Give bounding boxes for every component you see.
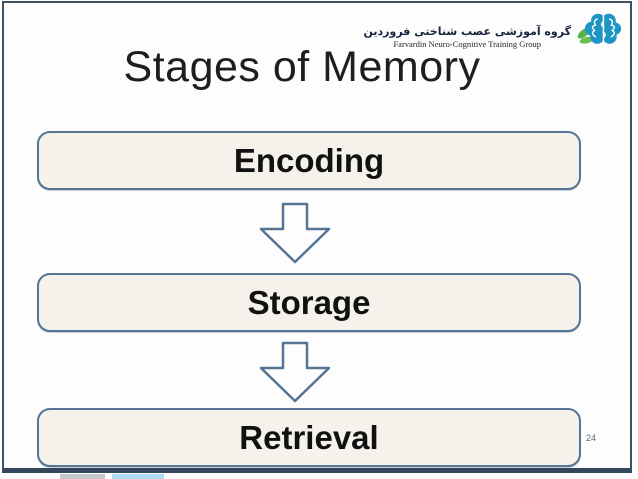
below-slide-strip <box>0 473 638 479</box>
down-arrow-icon <box>259 341 331 403</box>
stage-label: Retrieval <box>239 418 379 456</box>
stage-box-storage: Storage <box>37 273 581 332</box>
thumbnail-sliver <box>112 474 164 479</box>
organization-logo: گروه آموزشی عصب شناختی فروردین Farvardin… <box>363 8 622 53</box>
logo-name-english: Farvardin Neuro-Cognitive Training Group <box>393 38 542 49</box>
logo-name-farsi: گروه آموزشی عصب شناختی فروردین <box>363 24 571 38</box>
stage-box-retrieval: Retrieval <box>37 408 581 467</box>
thumbnail-sliver <box>60 474 105 479</box>
brain-icon <box>577 13 622 45</box>
slide-page-number: 24 <box>586 433 597 443</box>
stage-label: Encoding <box>233 141 385 179</box>
stage-label: Storage <box>247 283 371 321</box>
stage-box-encoding: Encoding <box>37 131 581 190</box>
down-arrow-icon <box>259 202 331 264</box>
page-title: Stages of Memory <box>123 43 481 91</box>
logo-text-block: گروه آموزشی عصب شناختی فروردین Farvardin… <box>363 13 571 49</box>
slide-canvas: Stages of Memory گروه آموزشی عصب شناختی … <box>2 1 632 473</box>
